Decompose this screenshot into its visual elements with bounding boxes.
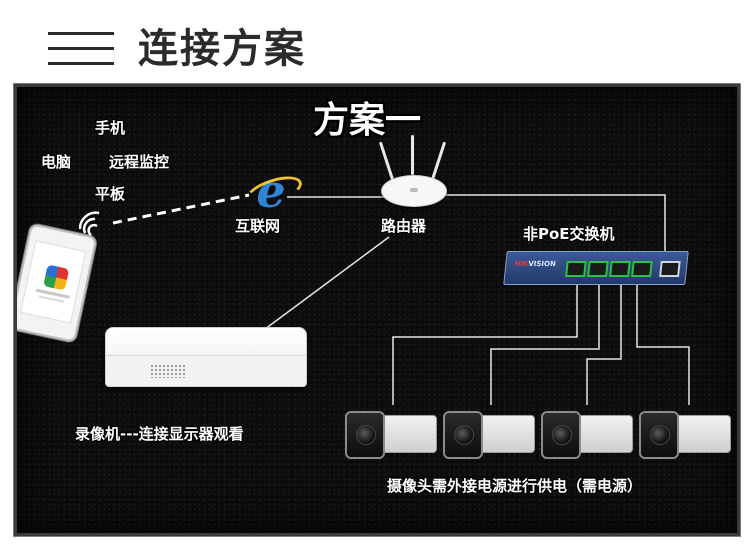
link-switch-camera-2 — [490, 277, 600, 405]
section-title: 连接方案 — [138, 26, 306, 72]
router-antenna-mid — [411, 135, 414, 175]
camera-image — [345, 411, 437, 461]
switch-brand: HIKVISION — [514, 260, 557, 268]
label-pc: 电脑 — [41, 153, 72, 171]
label-router: 路由器 — [381, 217, 427, 235]
camera-image — [443, 411, 535, 461]
label-nvr: 录像机---连接显示器观看 — [75, 425, 244, 443]
link-router-nvr — [256, 236, 390, 336]
connection-diagram: 方案一 手机 电脑 远程监控 平板 e 互联网 路由器 非PoE交换机 HIKV… — [14, 84, 740, 536]
switch-port — [565, 261, 587, 277]
label-tablet: 平板 — [95, 185, 126, 203]
connection-lines — [112, 193, 690, 405]
section-heading: 连接方案 — [0, 0, 750, 80]
switch-image: HIKVISION — [503, 251, 689, 285]
app-logo-icon — [43, 264, 70, 291]
label-cameras: 摄像头需外接电源进行供电（需电源） — [387, 477, 643, 495]
scheme-title: 方案一 — [313, 100, 422, 141]
link-switch-camera-1 — [392, 277, 578, 405]
router-image — [381, 175, 447, 207]
switch-port — [631, 261, 653, 277]
wireless-link — [112, 193, 250, 225]
label-remote-monitoring: 远程监控 — [109, 153, 170, 171]
switch-port — [587, 261, 609, 277]
internet-explorer-icon: e — [242, 168, 306, 214]
switch-port — [609, 261, 631, 277]
label-phone: 手机 — [95, 119, 126, 137]
link-switch-camera-3 — [586, 277, 622, 405]
label-switch: 非PoE交换机 — [523, 225, 615, 243]
link-router-switch — [445, 194, 666, 257]
link-switch-camera-4 — [636, 277, 690, 405]
menu-lines-icon — [48, 32, 114, 66]
label-internet: 互联网 — [235, 217, 281, 235]
nvr-image — [105, 327, 307, 387]
camera-image — [541, 411, 633, 461]
camera-image — [639, 411, 731, 461]
wifi-icon — [79, 211, 100, 237]
switch-uplink-port — [659, 261, 681, 277]
